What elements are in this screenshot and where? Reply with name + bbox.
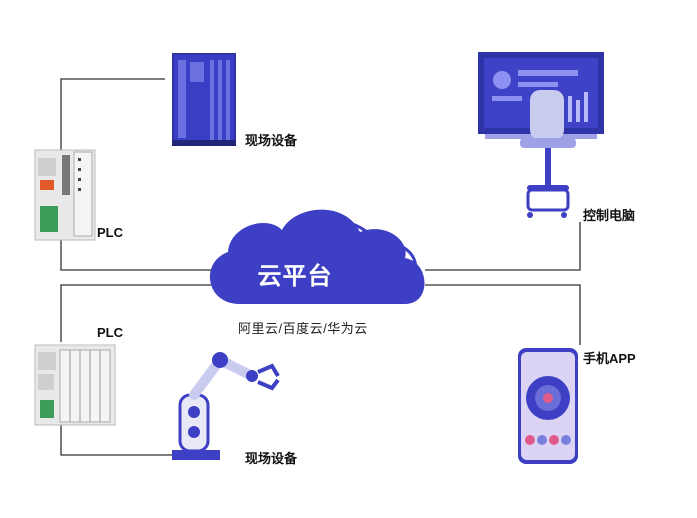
plc-bottom-label: PLC <box>97 325 123 340</box>
field-device-top-icon <box>172 53 236 146</box>
cloud-shape <box>209 209 425 304</box>
control-pc-icon <box>478 52 604 218</box>
plc-top-icon <box>34 149 96 241</box>
field-device-top-label: 现场设备 <box>245 133 298 148</box>
field-device-bottom-icon <box>172 352 280 460</box>
cloud-title: 云平台 <box>257 263 333 290</box>
plc-bottom-icon <box>34 344 116 426</box>
connection-lines <box>60 78 581 456</box>
control-pc-label: 控制电脑 <box>583 208 636 223</box>
field-device-bottom-label: 现场设备 <box>245 451 298 466</box>
cloud-subtitle: 阿里云/百度云/华为云 <box>238 321 368 336</box>
plc-top-label: PLC <box>97 225 123 240</box>
mobile-app-label: 手机APP <box>583 351 636 366</box>
mobile-app-icon <box>518 348 578 464</box>
